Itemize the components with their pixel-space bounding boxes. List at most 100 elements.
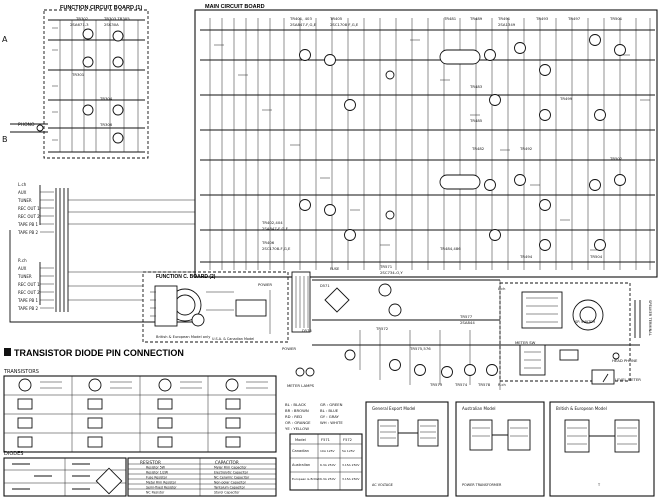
function-board-2-outline: [142, 271, 289, 343]
meter-sw-label: METER SW: [515, 340, 536, 345]
tr-label: TR574: [454, 382, 468, 387]
input-label-recout1-r: REC OUT 1: [18, 282, 40, 287]
tr-label: 2SK30A: [104, 22, 119, 27]
function-board-2-circuit: [150, 285, 271, 334]
tr-label: TR483: [469, 84, 483, 89]
power-label-1: POWER: [258, 282, 272, 287]
main-board-circuit: [200, 18, 655, 270]
tr-label: TR491: [497, 16, 511, 21]
tr302: [82, 28, 94, 40]
tr306b: [112, 132, 124, 144]
input-label-recout2-l: REC OUT 2: [18, 214, 40, 219]
trans-box-title: General Export Model: [372, 406, 415, 411]
capacitor-row: Electrolytic Capacitor: [214, 471, 249, 475]
head-phone-label: HEAD PHONE: [612, 358, 638, 363]
trans-box-title: British & European Model: [556, 406, 607, 411]
trans-box-label: POWER TRANSFORMER: [462, 483, 502, 487]
lch-label: L.ch: [498, 287, 505, 291]
speaker-terminal-label: SPEAKER TERMINAL: [648, 300, 652, 336]
wire-color: BR : BROWN: [285, 408, 309, 413]
tr-label: TR401, 403: [289, 16, 312, 21]
wire-color: BL : BLUE: [320, 408, 339, 413]
tr-label: TR501: [609, 16, 623, 21]
tr304: [82, 104, 94, 116]
transistor-pin-grid: [3, 375, 277, 453]
output-circuit: [499, 282, 641, 385]
tr-label: TR306: [99, 122, 113, 127]
tr-label: TR304: [99, 96, 113, 101]
tr306: [112, 104, 124, 116]
fuse-header: F571: [321, 438, 330, 442]
tr301: [82, 56, 94, 68]
resistor-row: Resistor 5W: [146, 466, 166, 470]
capacitor-row: Tantalum Capacitor: [213, 486, 246, 490]
power-label-2: POWER: [282, 346, 296, 351]
d576-label: D576: [302, 329, 312, 333]
resistor-row: Fuse Resistor: [146, 476, 168, 480]
rch-label: R.ch: [498, 383, 506, 387]
resistor-row: Metal Film Resistor: [146, 481, 177, 485]
tr303: [112, 30, 124, 42]
level-meter-label: LEVEL METER: [615, 377, 641, 382]
fuse-cell: European & British: [292, 477, 320, 481]
function-board-1-title: FUNCTION CIRCUIT BOARD (1): [60, 5, 142, 11]
trans-box-title: Australian Model: [462, 406, 496, 411]
input-label-aux-l: AUX: [18, 190, 27, 195]
tr-label: TR497: [567, 16, 581, 21]
function-board-2-title: FUNCTION C. BOARD (2): [156, 274, 216, 280]
tr-label: TR573: [429, 382, 443, 387]
tr-label: 2SC734-O,Y: [380, 270, 403, 275]
tr-label: TR494: [519, 254, 533, 259]
resistor-rows: Resistor 5W Resistor 1/2W Fuse Resistor …: [146, 466, 177, 495]
fuse-cell: Australian: [292, 463, 310, 467]
margin-mark-b: B: [2, 135, 8, 144]
fuse-cell: Canadian: [292, 449, 309, 453]
tr-label: TR493: [535, 16, 549, 21]
capacitor-row: Non-polar Capacitor: [214, 481, 247, 485]
tr-label: 2SA1349: [498, 22, 516, 27]
capacitor-row: Styrol Capacitor: [214, 491, 240, 495]
fuse-cell: 10A 125V: [320, 449, 336, 453]
tr-label: TR481: [443, 16, 457, 21]
tr-label: TR484,486: [439, 246, 461, 251]
tr-label: TR489: [469, 16, 483, 21]
resistor-row: Semi-fixed Resistor: [146, 486, 177, 490]
wire-color: GR : GREEN: [320, 402, 343, 407]
wire-color: BL : BLACK: [285, 402, 306, 407]
function-board-2-note: British & European Model only: [156, 335, 211, 339]
input-label-tuner-l: TUNER: [17, 198, 32, 203]
input-label-recout2-r: REC OUT 2: [18, 290, 40, 295]
fuse-cell: 6.3A 250V: [320, 463, 337, 467]
tr-label: 2SA844: [460, 320, 475, 325]
capacitor-label: CAPACITOR: [215, 460, 239, 465]
input-label-recout1-l: REC OUT 1: [18, 206, 40, 211]
fuse-cell: 3.15A 250V: [342, 477, 360, 481]
fuse-cell: 3.15A 250V: [342, 463, 360, 467]
tr305: [112, 56, 124, 68]
fuse-label: FUSE: [330, 267, 340, 271]
tr-label: TR402,404: [261, 220, 283, 225]
resistor-row: Resistor 1/2W: [146, 471, 169, 475]
tr-label: TR482: [471, 146, 485, 151]
tr-label: 2SA671-3: [70, 22, 89, 27]
main-board-outline: [194, 9, 658, 278]
resistor-row: NC Resistor: [146, 491, 165, 495]
transformer-boxes: [365, 401, 655, 497]
function-board-1-circuit: [48, 19, 145, 153]
d571-label: D571: [320, 284, 330, 288]
tr-label: TR572: [375, 326, 389, 331]
wire-color: YE : YELLOW: [285, 426, 309, 431]
tr-label: TR504: [589, 254, 603, 259]
usa-model-label: U.S.A. & Canadian Model: [212, 337, 254, 341]
capacitor-row: NC Ceramic Capacitor: [214, 476, 250, 480]
resistor-capacitor-table: [127, 457, 277, 497]
fuse-cell: 5A 125V: [342, 449, 356, 453]
trans-box-label: T: [597, 483, 601, 487]
meter-lamps-label: METER LAMPS: [287, 383, 315, 388]
main-board-title: MAIN CIRCUIT BOARD: [205, 4, 265, 10]
tr-label: TR303 TR305: [103, 16, 130, 21]
tr-label: 2SA847-F,G,E: [262, 226, 289, 231]
fuse-table: [289, 433, 363, 491]
capacitor-row: Mylar Film Capacitor: [214, 466, 247, 470]
